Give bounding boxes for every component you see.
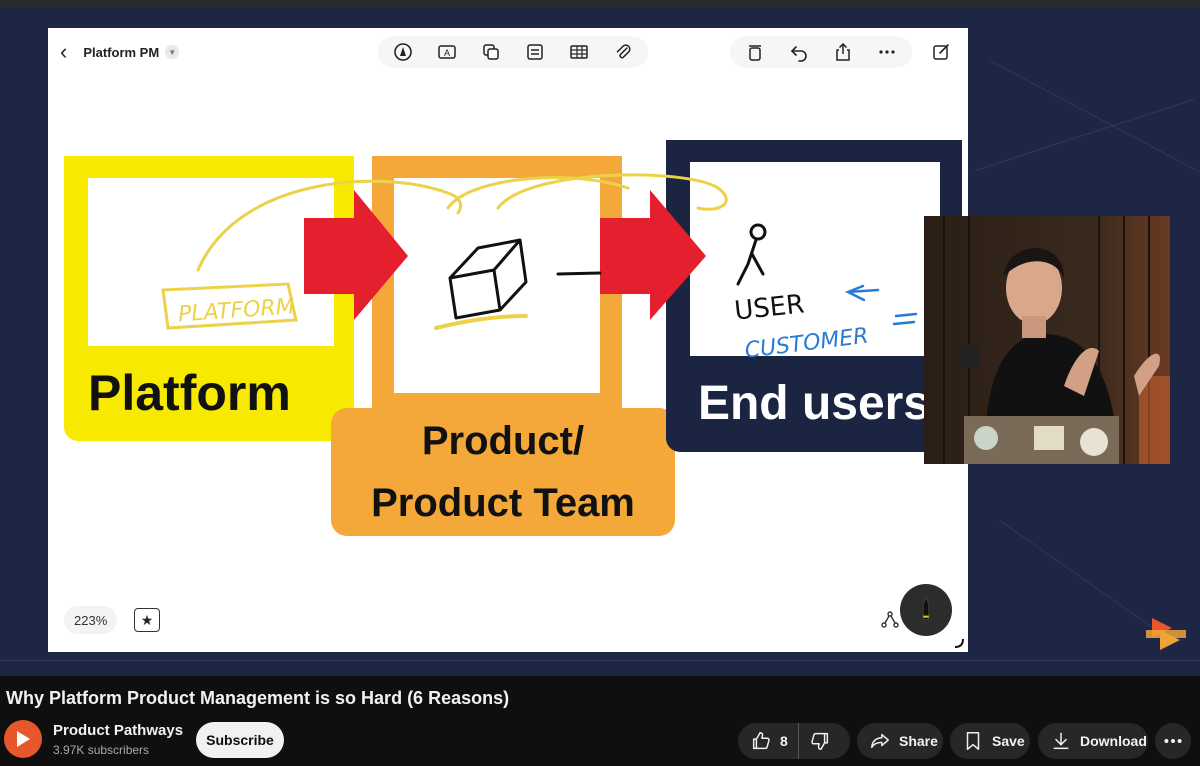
channel-avatar[interactable] xyxy=(4,720,42,758)
toolbar-left: ‹ Platform PM ▼ xyxy=(60,38,180,66)
platform-scribble-box xyxy=(161,282,298,330)
presenter-webcam xyxy=(924,216,1170,464)
lasso-select-icon[interactable] xyxy=(880,610,900,630)
dislike-button[interactable] xyxy=(799,723,831,759)
equals-stroke xyxy=(892,320,916,326)
channel-logo-icon xyxy=(17,731,30,747)
bookmark-icon xyxy=(966,732,980,750)
subscriber-count: 3.97K subscribers xyxy=(53,743,150,757)
download-button[interactable]: Download xyxy=(1038,723,1148,759)
save-button[interactable]: Save xyxy=(950,723,1030,759)
background-line xyxy=(989,60,1200,174)
edit-icon xyxy=(933,44,949,60)
ellipsis-icon xyxy=(1164,739,1182,743)
background-line xyxy=(0,660,1200,661)
shapes-icon xyxy=(483,44,499,60)
back-chevron-icon[interactable]: ‹ xyxy=(60,39,68,64)
chevron-down-icon: ▼ xyxy=(165,45,180,59)
share-label: Share xyxy=(899,733,938,749)
product-label-line1: Product/ xyxy=(421,419,585,463)
connector-dash xyxy=(556,271,602,276)
toolbar-right-group xyxy=(730,36,912,68)
save-label: Save xyxy=(992,733,1025,749)
platform-box-inner xyxy=(88,178,334,346)
presenter-video-frame xyxy=(924,216,1170,464)
download-icon xyxy=(1053,732,1069,750)
subscribe-watermark-icon[interactable] xyxy=(1146,616,1186,652)
document-title-text: Platform PM xyxy=(83,44,160,60)
thumbs-up-icon xyxy=(752,732,770,750)
document-title[interactable]: Platform PM ▼ xyxy=(83,44,180,60)
paperclip-icon xyxy=(616,44,631,59)
top-bar xyxy=(0,0,1200,8)
undo-button[interactable] xyxy=(784,37,814,67)
sticky-note-button[interactable] xyxy=(520,37,550,67)
undo-icon xyxy=(790,46,807,62)
platform-label: Platform xyxy=(88,365,291,421)
resize-corner-icon[interactable] xyxy=(954,638,964,648)
video-player[interactable]: ‹ Platform PM ▼ A xyxy=(0,0,1200,676)
text-box-icon: A xyxy=(438,45,456,59)
yellow-curve-stroke xyxy=(446,176,630,210)
share-arrow-icon xyxy=(871,733,889,749)
yellow-curve-stroke xyxy=(496,173,728,211)
yellow-curve-stroke xyxy=(196,179,462,272)
delete-button[interactable] xyxy=(740,37,770,67)
equals-stroke xyxy=(894,312,918,318)
svg-text:A: A xyxy=(444,48,450,58)
table-button[interactable] xyxy=(564,37,594,67)
channel-name[interactable]: Product Pathways xyxy=(53,722,184,739)
compose-button[interactable] xyxy=(926,37,956,67)
yellow-underline-stroke xyxy=(434,314,528,330)
shapes-button[interactable] xyxy=(476,37,506,67)
whiteboard-canvas[interactable]: ‹ Platform PM ▼ A xyxy=(48,28,968,652)
share-up-icon xyxy=(836,42,850,61)
export-button[interactable] xyxy=(828,37,858,67)
ellipsis-icon xyxy=(879,50,895,54)
pencil-icon xyxy=(922,596,930,621)
like-count: 8 xyxy=(780,733,788,749)
product-label-line2: Product Team xyxy=(371,481,635,525)
zoom-level-badge[interactable]: 223% xyxy=(64,606,118,634)
background-line xyxy=(999,520,1164,636)
download-label: Download xyxy=(1080,733,1147,749)
star-icon: ★ xyxy=(140,611,154,628)
product-label-box xyxy=(331,408,675,536)
attach-button[interactable] xyxy=(608,37,638,67)
toolbar-center: A xyxy=(378,36,648,68)
note-icon xyxy=(527,44,543,60)
handwriting-layer: PLATFORM USER CUSTOMER xyxy=(161,173,918,364)
share-button[interactable]: Share xyxy=(857,723,943,759)
arrow-right-icon xyxy=(304,190,408,320)
like-button[interactable]: 8 xyxy=(738,723,799,759)
pencil-tool-button[interactable] xyxy=(900,584,952,636)
trash-icon xyxy=(749,45,761,61)
favorite-star-button[interactable]: ★ xyxy=(134,608,160,632)
more-options-button[interactable] xyxy=(872,37,902,67)
pen-circle-icon xyxy=(394,43,412,61)
product-label: Product/ Product Team xyxy=(331,410,675,534)
arrow-right-icon xyxy=(600,190,706,320)
subscribe-button[interactable]: Subscribe xyxy=(196,722,284,758)
thumbs-down-icon xyxy=(811,732,828,750)
customer-handwriting: CUSTOMER xyxy=(743,324,869,364)
video-title: Why Platform Product Management is so Ha… xyxy=(6,688,510,708)
toolbar-right xyxy=(730,36,956,68)
like-dislike-group: 8 xyxy=(738,723,850,759)
stick-figure-drawing xyxy=(736,223,767,286)
text-box-button[interactable]: A xyxy=(432,37,462,67)
cube-drawing xyxy=(448,238,528,320)
user-handwriting: USER xyxy=(733,289,806,326)
blue-arrow-left-icon xyxy=(844,284,880,302)
more-actions-button[interactable] xyxy=(1155,723,1191,759)
pen-tool-button[interactable] xyxy=(388,37,418,67)
end-users-label: End users xyxy=(697,377,931,430)
table-icon xyxy=(570,45,588,59)
